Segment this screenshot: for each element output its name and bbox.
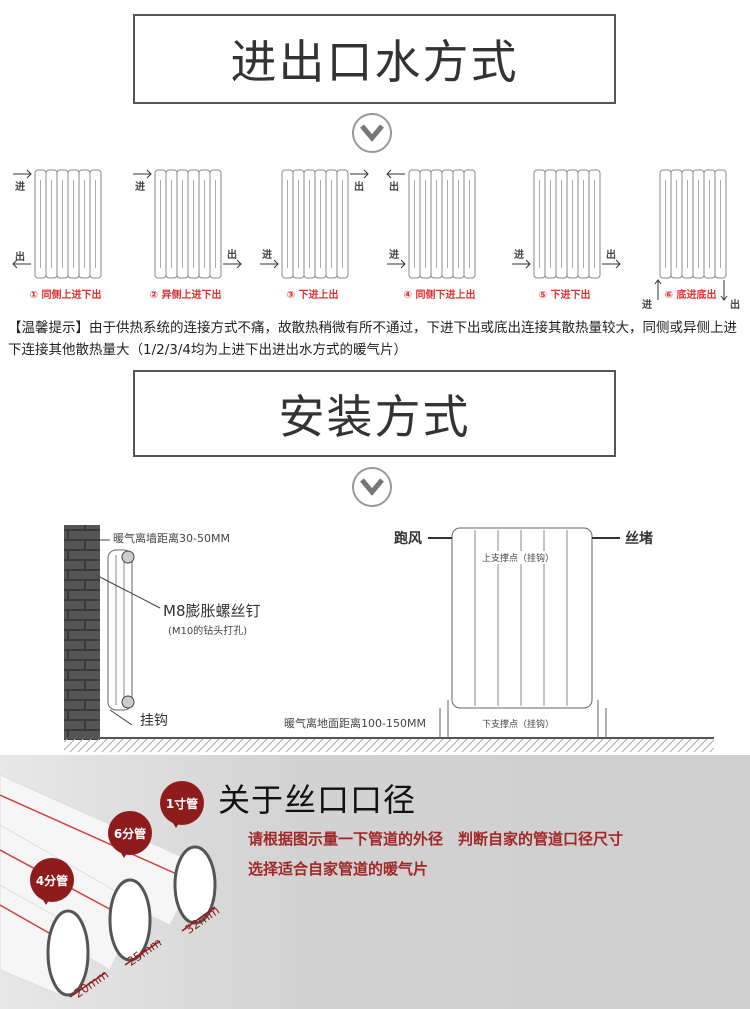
connection-top-text: 进 bbox=[15, 182, 25, 193]
floor-distance-label: 暖气离地面距离100-150MM bbox=[284, 717, 426, 730]
connection-label: ③ 下进上出 bbox=[286, 290, 339, 301]
connection-bottom-text: 进 bbox=[262, 250, 272, 261]
connection-diagram-1: 进 出 ① 同侧上进下出 bbox=[3, 160, 128, 301]
radiator-icon bbox=[654, 169, 728, 301]
connection-diagram-4: 出 进 ④ 同侧下进上出 bbox=[377, 160, 502, 301]
connection-label: ⑤ 下进下出 bbox=[538, 290, 591, 301]
plug-label: 丝堵 bbox=[625, 531, 653, 547]
connection-bottom-text: 出 bbox=[227, 250, 237, 261]
connection-diagram-3: 出 进 ③ 下进上出 bbox=[250, 160, 375, 301]
screw-label: M8膨胀螺丝钉 bbox=[163, 602, 261, 620]
radiator-side-view bbox=[107, 549, 133, 711]
pipe-instruction-1: 请根据图示量一下管道的外径 判断自家的管道口径尺寸 bbox=[248, 830, 624, 848]
pipes-illustration bbox=[0, 774, 217, 998]
pipe-size-section: 1寸管 6分管 4分管 32mm 25mm 20mm 关于丝口口径 请根据图示量… bbox=[0, 755, 750, 1009]
connection-diagram-2: 进 出 ② 异侧上进下出 bbox=[123, 160, 248, 301]
radiator-icon bbox=[512, 169, 621, 279]
connection-label: ⑥ 底进底出 bbox=[664, 290, 717, 301]
connection-top-text: 进 bbox=[135, 182, 145, 193]
connection-diagram-5: 进 出 ⑤ 下进下出 bbox=[502, 160, 627, 301]
tip-text: 【温馨提示】由于供热系统的连接方式不痛，故散热稍微有所不通过，下进下出或底出连接… bbox=[8, 320, 737, 358]
connection-top-text: 进 bbox=[642, 300, 652, 311]
upper-support-label: 上支撑点（挂钩） bbox=[482, 551, 555, 564]
connection-top-text: 出 bbox=[389, 182, 399, 193]
radiator-icon bbox=[133, 169, 242, 279]
connection-top-text: 出 bbox=[354, 182, 364, 193]
pipe-badge-2: 6分管 bbox=[108, 811, 152, 858]
section-title-connections: 进出口水方式 bbox=[133, 14, 616, 104]
section-title-installation: 安装方式 bbox=[133, 370, 616, 457]
connection-bottom-text: 出 bbox=[606, 250, 616, 261]
chevron-down-icon bbox=[352, 113, 392, 153]
lower-support-label: 下支撑点（挂钩） bbox=[482, 717, 555, 730]
vent-label: 跑风 bbox=[394, 531, 422, 547]
radiator-icon bbox=[12, 169, 102, 279]
wall bbox=[64, 525, 100, 740]
hook-label: 挂钩 bbox=[140, 713, 168, 729]
connection-diagram-6: 进 出 ⑥ 底进底出 bbox=[628, 160, 750, 311]
pipe-badge-3: 4分管 bbox=[30, 858, 74, 905]
connection-label: ① 同侧上进下出 bbox=[29, 290, 102, 301]
pipe-instruction-2: 选择适合自家管道的暖气片 bbox=[248, 860, 429, 878]
radiator-icon bbox=[386, 169, 476, 279]
radiator-icon bbox=[260, 169, 369, 279]
connection-bottom-text: 进 bbox=[389, 250, 399, 261]
wall-distance-label: 暖气离墙距离30-50MM bbox=[113, 532, 230, 545]
chevron-down-icon bbox=[352, 467, 392, 507]
screw-note: (M10的钻头打孔) bbox=[168, 626, 248, 637]
installation-diagram bbox=[64, 525, 714, 752]
floor bbox=[64, 738, 714, 752]
connection-label: ② 异侧上进下出 bbox=[149, 290, 222, 301]
connection-label: ④ 同侧下进上出 bbox=[403, 290, 476, 301]
pipe-section-title: 关于丝口口径 bbox=[218, 781, 417, 819]
connection-top-text: 进 bbox=[514, 250, 524, 261]
pipe-badge-1: 1寸管 bbox=[160, 781, 204, 828]
connection-bottom-text: 出 bbox=[730, 300, 740, 311]
connection-bottom-text: 出 bbox=[15, 252, 25, 263]
